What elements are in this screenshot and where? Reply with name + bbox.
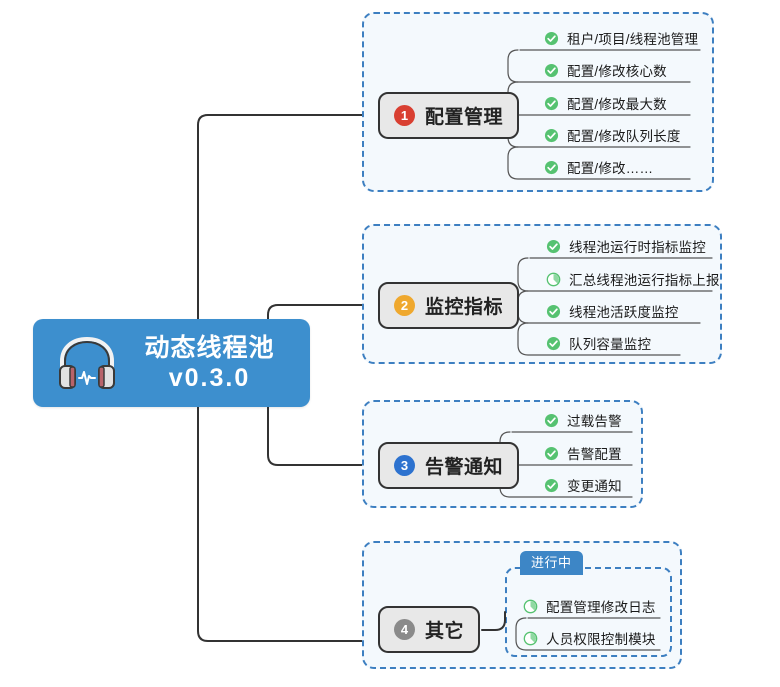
leaf-item[interactable]: 告警配置 (544, 443, 622, 463)
root-version: v0.3.0 (168, 364, 251, 392)
headphones-waveform-icon (51, 327, 123, 399)
branch-node-3[interactable]: 3 告警通知 (378, 442, 520, 489)
leaf-label: 变更通知 (567, 479, 622, 494)
check-circle-icon (544, 446, 559, 461)
leaf-label: 告警配置 (567, 447, 622, 462)
leaf-label: 配置/修改…… (567, 161, 654, 176)
in-progress-badge: 进行中 (520, 551, 583, 576)
check-circle-icon (546, 336, 561, 351)
branch-label-3: 告警通知 (425, 457, 504, 478)
leaf-item[interactable]: 线程池运行时指标监控 (546, 236, 706, 256)
branch-node-4[interactable]: 4 其它 (378, 606, 481, 653)
leaf-label: 汇总线程池运行指标上报 (569, 273, 720, 288)
leaf-label: 配置/修改队列长度 (567, 129, 681, 144)
branch-label-4: 其它 (425, 621, 465, 642)
leaf-label: 人员权限控制模块 (546, 632, 656, 647)
leaf-item[interactable]: 人员权限控制模块 (523, 628, 656, 648)
leaf-item[interactable]: 汇总线程池运行指标上报 (546, 269, 720, 289)
clock-circle-icon (523, 631, 538, 646)
clock-circle-icon (546, 272, 561, 287)
leaf-item[interactable]: 队列容量监控 (546, 333, 651, 353)
branch-label-2: 监控指标 (425, 297, 504, 318)
branch-number-badge-3: 3 (394, 455, 415, 476)
root-label: 动态线程池 v0.3.0 (123, 333, 310, 394)
check-circle-icon (544, 31, 559, 46)
branch-label-1: 配置管理 (425, 107, 504, 128)
leaf-item[interactable]: 配置/修改最大数 (544, 93, 667, 113)
root-node[interactable]: 动态线程池 v0.3.0 (33, 319, 310, 407)
check-circle-icon (544, 413, 559, 428)
leaf-item[interactable]: 配置/修改…… (544, 157, 653, 177)
branch-number-badge-4: 4 (394, 619, 415, 640)
leaf-item[interactable]: 过载告警 (544, 410, 622, 430)
leaf-label: 线程池运行时指标监控 (569, 240, 706, 255)
leaf-item[interactable]: 配置/修改核心数 (544, 60, 667, 80)
leaf-item[interactable]: 变更通知 (544, 475, 622, 495)
leaf-label: 过载告警 (567, 414, 622, 429)
branch-number-badge-1: 1 (394, 105, 415, 126)
leaf-label: 队列容量监控 (569, 337, 652, 352)
leaf-label: 线程池活跃度监控 (569, 305, 679, 320)
branch-node-2[interactable]: 2 监控指标 (378, 282, 520, 329)
check-circle-icon (544, 96, 559, 111)
leaf-item[interactable]: 线程池活跃度监控 (546, 301, 679, 321)
check-circle-icon (544, 63, 559, 78)
leaf-item[interactable]: 配置/修改队列长度 (544, 125, 681, 145)
check-circle-icon (544, 160, 559, 175)
leaf-item[interactable]: 配置管理修改日志 (523, 596, 656, 616)
clock-circle-icon (523, 599, 538, 614)
check-circle-icon (544, 128, 559, 143)
leaf-item[interactable]: 租户/项目/线程池管理 (544, 28, 698, 48)
check-circle-icon (544, 478, 559, 493)
leaf-label: 配置/修改核心数 (567, 64, 667, 79)
branch-node-1[interactable]: 1 配置管理 (378, 92, 520, 139)
leaf-label: 租户/项目/线程池管理 (567, 32, 699, 47)
root-title: 动态线程池 (144, 333, 275, 362)
check-circle-icon (546, 304, 561, 319)
leaf-label: 配置管理修改日志 (546, 600, 656, 615)
leaf-label: 配置/修改最大数 (567, 97, 667, 112)
check-circle-icon (546, 239, 561, 254)
branch-number-badge-2: 2 (394, 295, 415, 316)
